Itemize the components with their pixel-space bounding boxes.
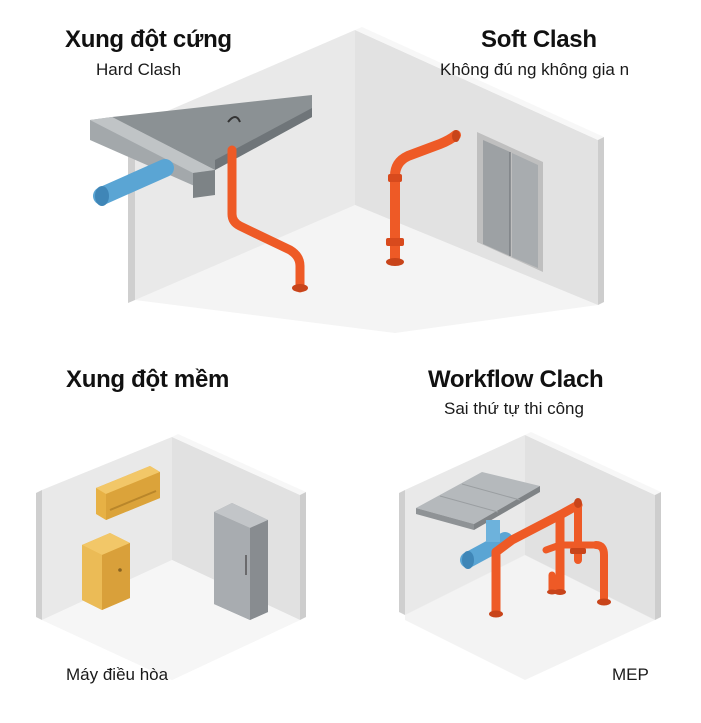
blue-duct [460,520,513,569]
soft-conflict-title: Xung đột mềm [66,366,230,393]
yellow-cabinet [82,533,130,610]
top-room-wall-top [355,27,604,140]
workflow-clash-subtitle: Sai thứ tự thi công [444,399,584,418]
hard-clash-title: Xung đột cứng [65,26,232,53]
grey-electrical-cabinet [214,503,268,620]
top-room-right-wall-edge [598,137,604,305]
air-conditioner-caption: Máy điều hòa [66,665,169,684]
hard-clash-blue-pipe [93,159,174,206]
soft-clash-subtitle: Không đú ng không gia n [440,60,630,79]
hard-clash-subtitle: Hard Clash [96,60,182,79]
soft-clash-title: Soft Clash [481,26,597,53]
workflow-clash-title: Workflow Clach [428,366,604,393]
mep-caption: MEP [612,665,649,684]
ceiling-panels [416,472,540,530]
pipe-fittings [489,498,611,618]
elevator-door [477,132,543,272]
air-conditioner-unit [96,466,160,520]
top-room [90,27,604,333]
soft-clash-orange-pipe [386,130,461,266]
room-workflow-clash [399,432,661,680]
hard-clash-beam [90,95,312,198]
top-room-left-wall-edge [128,125,135,303]
room-soft-conflict [36,434,306,680]
hard-clash-orange-pipe [227,145,308,293]
